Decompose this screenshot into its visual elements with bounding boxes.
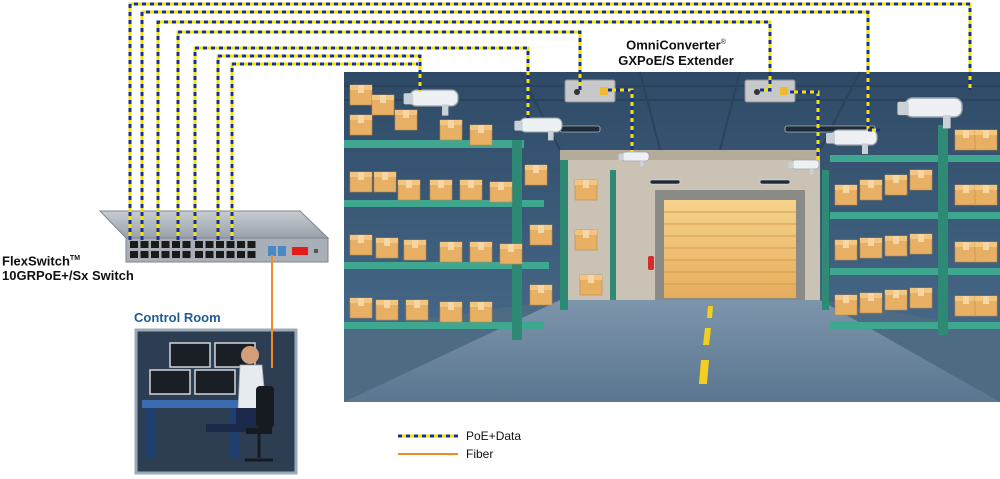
poe-cable-5 xyxy=(193,46,530,240)
switch-port xyxy=(216,241,224,248)
switch-port xyxy=(151,241,159,248)
switch-port xyxy=(140,241,149,248)
switch-port xyxy=(216,251,224,258)
poe-cable-3 xyxy=(156,20,772,240)
switch-port xyxy=(140,251,149,258)
switch-brand: FlexSwitch xyxy=(2,253,70,269)
switch-port xyxy=(161,251,170,258)
poe-data-cables xyxy=(128,2,972,240)
extender-brand: OmniConverter xyxy=(626,37,721,53)
extender-registered: ® xyxy=(720,39,726,46)
extender-model: GXPoE/S Extender xyxy=(618,53,734,69)
switch-port xyxy=(205,251,214,258)
switch-port xyxy=(237,241,245,248)
extender-unit-left xyxy=(564,79,616,103)
switch-port xyxy=(172,251,180,258)
poe-cable-1 xyxy=(128,2,972,240)
switch-port xyxy=(195,241,203,248)
warehouse-illustration xyxy=(344,71,1000,402)
poe-cable-7 xyxy=(230,62,418,240)
control-room-label: Control Room xyxy=(134,310,221,325)
switch-port xyxy=(226,241,235,248)
switch-port xyxy=(182,241,191,248)
legend-fiber-label: Fiber xyxy=(466,447,494,461)
control-room-illustration xyxy=(134,328,298,475)
flexswitch-device xyxy=(98,210,330,263)
switch-port xyxy=(226,251,235,258)
switch-port xyxy=(205,241,214,248)
switch-model: 10GRPoE+/Sx Switch xyxy=(2,268,134,284)
legend-poe-label: PoE+Data xyxy=(466,429,522,443)
switch-port xyxy=(247,241,256,248)
fire-extinguisher-icon xyxy=(648,256,654,270)
poe-cable-9 xyxy=(790,90,820,160)
switch-port xyxy=(237,251,245,258)
switch-port xyxy=(182,251,191,258)
right-shelving xyxy=(822,125,1000,335)
left-shelving xyxy=(344,84,616,340)
switch-port xyxy=(195,251,203,258)
switch-port xyxy=(151,251,159,258)
poe-cable-4 xyxy=(176,30,582,240)
poe-cable-8 xyxy=(608,88,634,152)
switch-port xyxy=(161,241,170,248)
switch-port xyxy=(130,241,138,248)
legend xyxy=(398,434,458,455)
switch-trademark: TM xyxy=(69,255,81,262)
extender-label: OmniConverter® GXPoE/S Extender xyxy=(596,35,756,69)
poe-cable-6 xyxy=(216,54,422,240)
switch-port xyxy=(172,241,180,248)
switch-port xyxy=(247,251,256,258)
switch-label: FlexSwitchTM 10GRPoE+/Sx Switch xyxy=(2,251,134,283)
switch-port xyxy=(130,251,138,258)
poe-cable-2 xyxy=(140,10,870,240)
warehouse-door xyxy=(655,190,805,300)
